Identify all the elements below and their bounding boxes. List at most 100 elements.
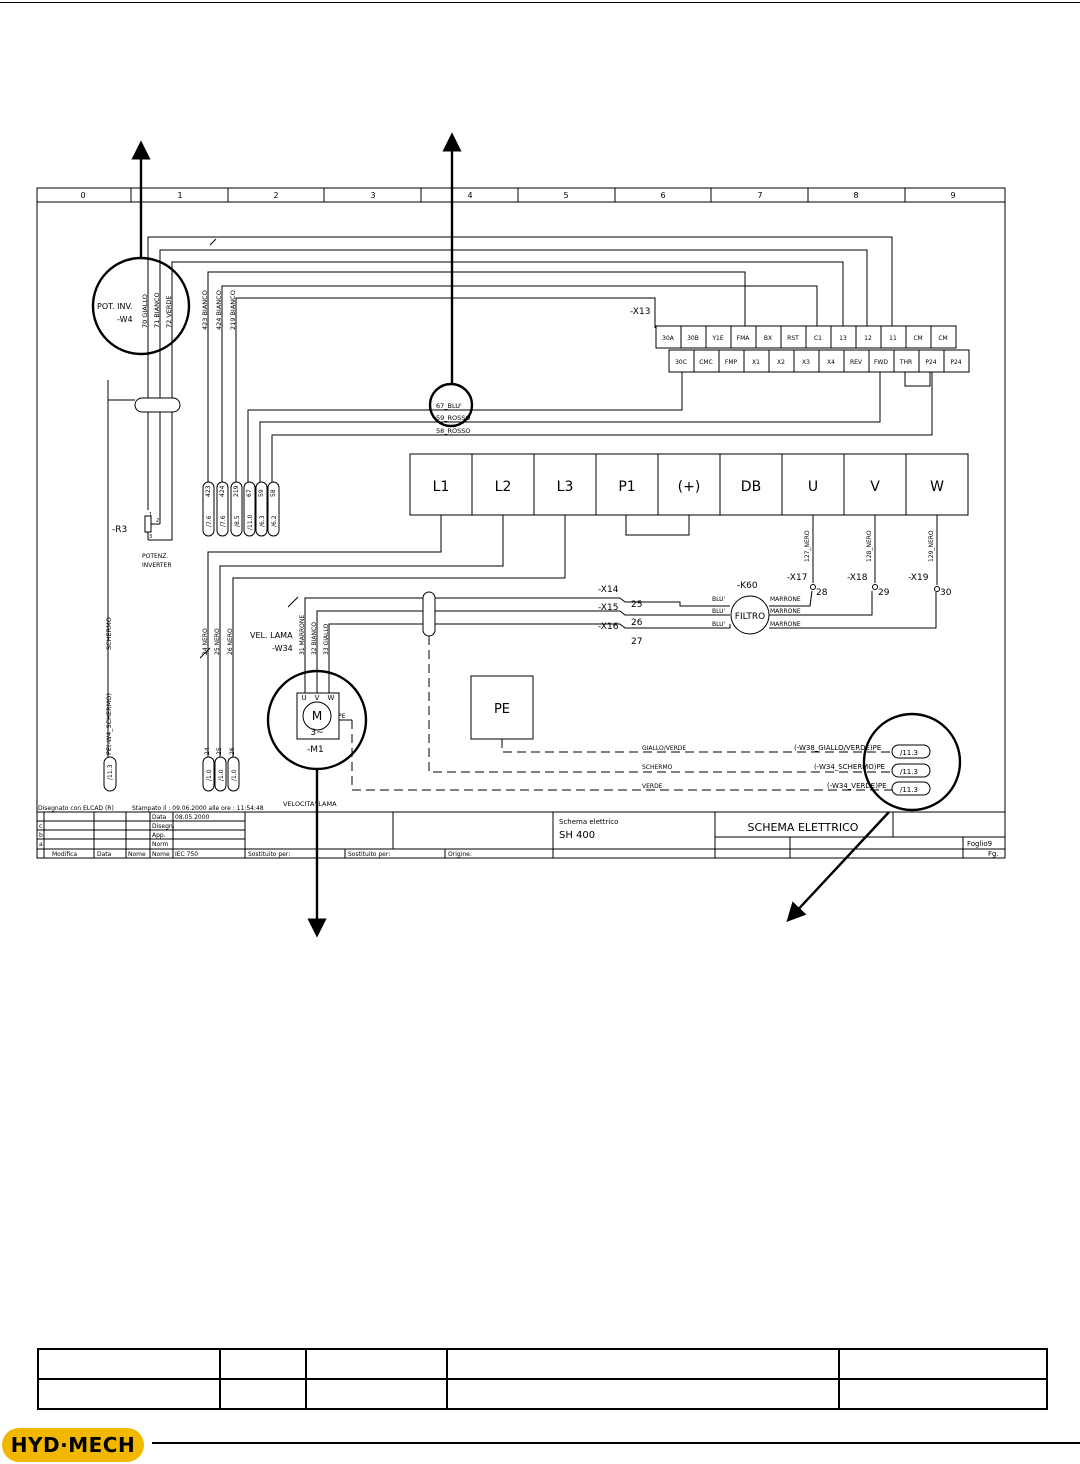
potenz-label-1: POTENZ. (142, 553, 168, 560)
x13-terminal-row2: 30C CMC FMP X1 X2 X3 X4 REV FWD THR P24 … (668, 349, 970, 373)
pt-l1: L1 (433, 479, 450, 495)
pot-inv-label: POT. INV. (97, 302, 132, 311)
top-rule (0, 2, 1080, 3)
p1-plus-link (625, 515, 690, 536)
ref-26: 26 (229, 747, 236, 755)
ref-sheet-76b: /7.6 (220, 515, 227, 527)
grid-col-3: 3 (370, 191, 375, 200)
r3-label: -R3 (112, 525, 127, 535)
wire-59-label: 59_ROSSO (436, 414, 471, 422)
motor-v: V (315, 694, 320, 702)
drawing-frame (36, 187, 1006, 859)
ref-423: 423 (205, 485, 212, 497)
wire-67-label: 67_BLU' (436, 402, 462, 410)
ref-24: 24 (204, 747, 211, 755)
nero-127: 127_NERO (804, 530, 811, 562)
m1-label: -M1 (307, 745, 324, 755)
t2-fwd: FWD (874, 359, 888, 366)
grid-col-0: 0 (80, 191, 85, 200)
grid-col-7: 7 (757, 191, 762, 200)
w4-wire-70: 70 GIALLO (141, 294, 149, 328)
n26-label: 26 (631, 618, 643, 628)
nero-129: 129_NERO (928, 530, 935, 562)
tb-model: SH 400 (559, 830, 595, 841)
vel-lama-label: VEL. LAMA (250, 631, 293, 640)
tb-schema-small: Schema elettrico (559, 818, 618, 826)
grid-col-4: 4 (467, 191, 472, 200)
giallo-verde-label: GIALLO/VERDE (642, 745, 686, 752)
grid-col-1: 1 (177, 191, 182, 200)
supply-wires (199, 515, 566, 760)
pt-db: DB (741, 479, 761, 495)
w34-label: -W34 (272, 644, 293, 653)
n29-label: 29 (878, 588, 890, 598)
earth-dashed-lines (351, 636, 892, 791)
pt-plus: (+) (678, 479, 701, 495)
t2-x4: X4 (827, 359, 835, 366)
ref-58: 58 (270, 489, 277, 497)
motor-wires (287, 596, 731, 693)
title-block (37, 811, 1005, 858)
ref-25: 25 (216, 747, 223, 755)
velocita-lama-label: VELOCITA' LAMA (283, 800, 337, 808)
t2-x2: X2 (777, 359, 785, 366)
potentiometer-r3 (144, 510, 173, 541)
tb-nome: Nome (128, 851, 146, 858)
marrone-1: MARRONE (770, 596, 801, 603)
tb-disegnato: Disegnato con ELCAD (R) (38, 805, 114, 812)
t1-y1e: Y1E (711, 335, 723, 342)
t2-rev: REV (850, 359, 863, 366)
blu-2: BLU' (712, 608, 726, 615)
nero-25: 25 NERO (214, 628, 221, 655)
bottom-rule (152, 1442, 1080, 1444)
n28-label: 28 (816, 588, 828, 598)
k60-label: -K60 (737, 581, 758, 591)
x13-terminal-row1: 30A 30B Y1E FMA BX RST C1 13 12 11 CM CM (655, 325, 957, 349)
pt-v: V (870, 479, 880, 495)
tb-disegn: Disegn. (152, 823, 175, 830)
w34-wire-32: 32 BIANCO (311, 622, 318, 655)
tb-rev-a: a (39, 841, 43, 848)
bianco-219: 219 BIANCO (229, 290, 237, 330)
pe-box-label: PE (494, 702, 510, 717)
callout-arrows (131, 132, 890, 938)
r3-pin-3: 3 (149, 534, 152, 540)
footer-row (37, 1348, 1048, 1380)
potenz-label-2: INVERTER (142, 562, 172, 569)
w34-verde-pe-label: (-W34_VERDE)PE (827, 782, 887, 790)
t2-fmp: FMP (725, 359, 738, 366)
tb-schema-title: SCHEMA ELETTRICO (748, 821, 859, 834)
schermo2-label: SCHERMO (642, 764, 673, 771)
ref-sheet-110: /11.0 (247, 514, 254, 530)
tb-data-label: Data (152, 814, 167, 821)
w38-pe-label: (-W38_GIALLO/VERDE)PE (794, 744, 881, 752)
t1-cm-b: CM (938, 335, 947, 342)
t1-cm-a: CM (913, 335, 922, 342)
ref-sheet-10a: /1.0 (206, 769, 213, 781)
ref-219: 219 (233, 485, 240, 497)
n25-label: 25 (631, 600, 642, 610)
motor-3phase: 3~ (310, 728, 323, 738)
x19-label: -X19 (908, 573, 929, 583)
control-wires (107, 236, 933, 760)
pe-ref-1: /11.3 (900, 749, 918, 757)
grid-col-9: 9 (950, 191, 955, 200)
r3-pin-1: 1 (149, 512, 152, 518)
r3-pin-2: 2 (156, 518, 159, 524)
shield-capsule-w34 (422, 591, 436, 637)
ref-sheet-62: /6.2 (271, 515, 278, 527)
ref-67: 67 (246, 489, 253, 497)
tb-app: App. (152, 832, 166, 839)
w34-schermo-pe-label: (-W34_SCHERMO)PE (814, 763, 885, 771)
t1-c1: C1 (814, 335, 822, 342)
callout-circle-blu (428, 382, 474, 428)
tb-sostituito2: Sostituito per: (348, 851, 390, 858)
filter-k60 (730, 590, 937, 635)
cable-ref-capsules-bottom (103, 756, 240, 792)
tb-modifica: Modifica (52, 851, 77, 858)
footer-row (37, 1378, 1048, 1410)
ref-sheet-85: /8.5 (234, 515, 241, 527)
grid-col-5: 5 (563, 191, 568, 200)
grid-col-2: 2 (273, 191, 278, 200)
marrone-3: MARRONE (770, 621, 801, 628)
